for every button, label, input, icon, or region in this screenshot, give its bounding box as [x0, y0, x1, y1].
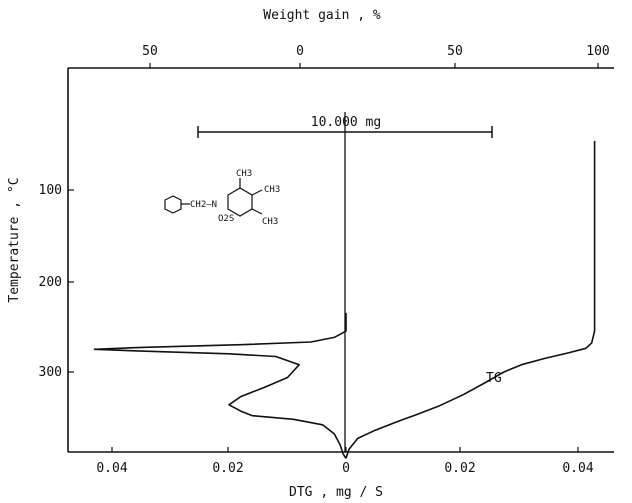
left-tick-label-300: 300: [39, 365, 62, 380]
bottom-tick-label-3: 0: [342, 461, 350, 476]
chemical-structure: [164, 178, 263, 217]
tg-curve-label: TG: [486, 371, 502, 386]
top-tick-label-3: 50: [447, 44, 463, 59]
top-tick-label-1: 50: [142, 44, 158, 59]
benzene-ring: [164, 195, 182, 214]
bottom-tick-label-4: 0.02: [444, 461, 475, 476]
top-tick-label-2: 0: [296, 44, 304, 59]
left-axis-title: Temperature , °C: [7, 177, 22, 302]
left-tick-label-200: 200: [39, 275, 62, 290]
bottom-tick-label-2: 0.02: [212, 461, 243, 476]
thiazine-ring: [227, 187, 253, 217]
bottom-axis-title: DTG , mg / S: [289, 485, 383, 500]
scale-bar-label: 10.000 mg: [311, 115, 381, 130]
structure-ch3-bottom: CH3: [262, 217, 278, 227]
dtg-curve: [93, 312, 347, 459]
bottom-tick-label-1: 0.04: [96, 461, 127, 476]
structure-ch3-top: CH3: [236, 169, 252, 179]
top-tick-label-4: 100: [586, 44, 609, 59]
structure-o2s-label: O2S: [218, 214, 234, 224]
left-tick-label-100: 100: [39, 183, 62, 198]
top-axis-title: Weight gain , %: [263, 8, 381, 23]
tg-curve: [345, 140, 596, 459]
structure-ch2n-label: CH2–N: [190, 200, 217, 210]
bottom-tick-label-5: 0.04: [562, 461, 593, 476]
structure-ch3-right: CH3: [264, 185, 280, 195]
